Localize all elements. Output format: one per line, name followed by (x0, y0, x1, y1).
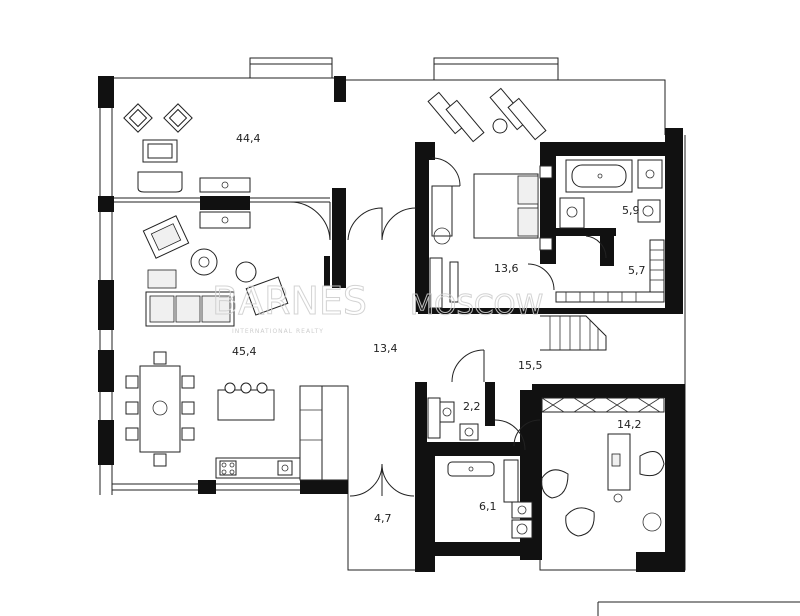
top-windows (249, 57, 559, 81)
area-labels: 44,4 45,4 13,4 13,6 5,9 5,7 15,5 2,2 14,… (232, 132, 646, 525)
area-label-office: 14,2 (617, 418, 642, 431)
dining-furniture (125, 351, 275, 467)
area-label-bathroom: 5,9 (622, 204, 640, 217)
laundry-fixtures (447, 459, 533, 539)
bathroom-fixtures (559, 159, 663, 229)
area-label-living-dining: 45,4 (232, 345, 257, 358)
living-furniture (142, 215, 330, 327)
area-label-laundry: 6,1 (479, 500, 497, 513)
outline (99, 77, 800, 616)
office-furniture (541, 397, 665, 537)
watermark-brand-right: MOSCOW (410, 288, 543, 321)
watermark: BARNES MOSCOW INTERNATIONAL REALTY (212, 279, 544, 336)
staircase (540, 315, 607, 351)
wc-fixtures (427, 397, 479, 441)
area-label-corridor: 15,5 (518, 359, 543, 372)
wardrobe-fixtures (555, 239, 665, 303)
area-label-bedroom: 13,6 (494, 262, 519, 275)
bedroom-furniture (429, 165, 553, 309)
watermark-subtitle: INTERNATIONAL REALTY (232, 328, 324, 335)
watermark-brand-left: BARNES (212, 279, 367, 323)
area-label-wc: 2,2 (463, 400, 481, 413)
area-label-terrace-top: 44,4 (236, 132, 261, 145)
kitchen (215, 385, 349, 481)
terrace-furniture (123, 103, 251, 229)
area-label-porch: 4,7 (374, 512, 392, 525)
area-label-wardrobe: 5,7 (628, 264, 646, 277)
lounge-chairs (427, 87, 547, 143)
area-label-hall: 13,4 (373, 342, 398, 355)
